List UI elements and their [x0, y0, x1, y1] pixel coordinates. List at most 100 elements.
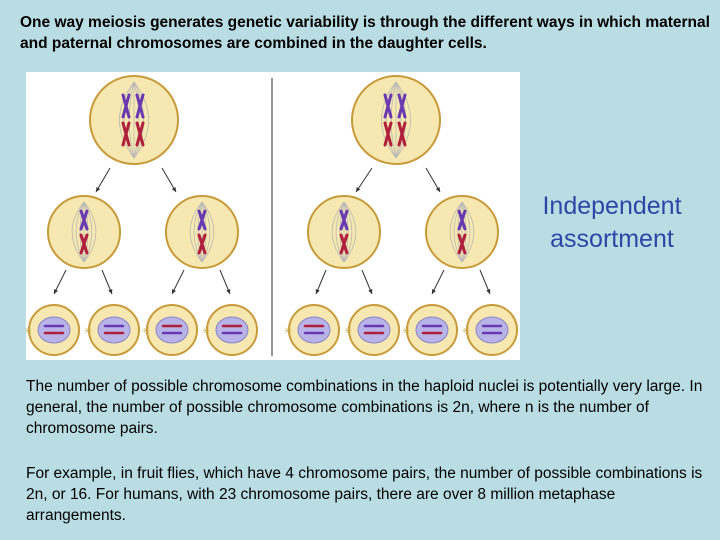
- chromatid: [135, 121, 145, 147]
- arrow-shaft: [425, 167, 441, 193]
- spindle-fiber: [201, 201, 215, 263]
- spindle-fiber: [461, 201, 471, 263]
- spindle-fiber: [75, 201, 85, 263]
- arrow: [95, 167, 111, 193]
- dividing-cell: [165, 195, 239, 269]
- spindle-fiber: [395, 81, 407, 159]
- chromatid: [339, 209, 349, 231]
- nucleus: [475, 316, 509, 344]
- spindle-fiber: [201, 201, 211, 263]
- arrow-head: [226, 289, 231, 294]
- dividing-cell: [425, 195, 499, 269]
- spindle-fiber: [83, 201, 89, 263]
- spindle-fiber: [339, 201, 345, 263]
- daughter-cell: ✳: [26, 304, 80, 356]
- chromatid: [383, 121, 393, 147]
- arrow-head: [435, 187, 440, 192]
- spindle-fiber: [201, 201, 207, 263]
- meiosis-diagram-svg: ✳✳✳✳✳✳✳✳: [26, 75, 518, 356]
- chromatid: [457, 209, 467, 231]
- arrow-head: [356, 187, 361, 192]
- nucleus: [97, 316, 131, 344]
- chromatid: [397, 93, 407, 119]
- spindle-fiber: [189, 201, 203, 263]
- spindle-fiber: [343, 201, 353, 263]
- meiosis-diagram: ✳✳✳✳✳✳✳✳: [26, 72, 520, 360]
- centrosome-icon: ✳: [344, 326, 352, 337]
- spindle-fiber: [381, 81, 397, 159]
- spindle-fiber: [128, 81, 135, 159]
- chromatid: [397, 121, 407, 147]
- centrosome-icon: ✳: [402, 326, 410, 337]
- spindle-fiber: [83, 201, 97, 263]
- spindle-fiber: [461, 201, 467, 263]
- arrow-head: [54, 289, 58, 294]
- spindle-fiber: [133, 81, 140, 159]
- arrow-head: [172, 289, 176, 294]
- arrow-shaft: [95, 167, 111, 193]
- daughter-cell: ✳: [84, 304, 140, 356]
- arrow: [53, 269, 67, 295]
- nucleus: [37, 316, 71, 344]
- arrow: [101, 269, 113, 295]
- arrow-shaft: [355, 167, 373, 193]
- arrow: [361, 269, 373, 295]
- spindle-fiber: [385, 81, 397, 159]
- chromatid: [79, 209, 89, 231]
- arrow-head: [432, 289, 436, 294]
- chromatid: [339, 233, 349, 255]
- arrow: [425, 167, 441, 193]
- parent-cell: [89, 75, 179, 165]
- spindle-fiber: [193, 201, 203, 263]
- daughter-cell: ✳: [142, 304, 198, 356]
- spindle-fiber: [133, 81, 145, 159]
- independent-assortment-label: Independent assortment: [542, 192, 682, 253]
- spindle-fiber: [453, 201, 463, 263]
- spindle-fiber: [449, 201, 463, 263]
- arrow-head: [108, 289, 113, 294]
- daughter-cell: ✳: [202, 304, 258, 356]
- daughter-cell: ✳: [462, 304, 518, 356]
- arrow-shaft: [161, 167, 177, 193]
- spindle-fiber: [331, 201, 345, 263]
- daughter-cell: ✳: [344, 304, 400, 356]
- spindle-fiber: [197, 201, 203, 263]
- dividing-cell: [47, 195, 121, 269]
- spindle-fiber: [457, 201, 463, 263]
- parent-cell: [351, 75, 441, 165]
- spindle-fiber: [71, 201, 85, 263]
- arrow: [171, 269, 185, 295]
- spindle-fiber: [395, 81, 411, 159]
- arrow-head: [368, 289, 373, 294]
- chromatid: [197, 209, 207, 231]
- arrow: [219, 269, 231, 295]
- spindle-fiber: [335, 201, 345, 263]
- centrosome-icon: ✳: [462, 326, 470, 337]
- chromatid: [121, 121, 131, 147]
- chromatid: [197, 233, 207, 255]
- centrosome-icon: ✳: [202, 326, 210, 337]
- nucleus: [357, 316, 391, 344]
- spindle-fiber: [79, 201, 85, 263]
- chromatid: [121, 93, 131, 119]
- slide-heading: One way meiosis generates genetic variab…: [20, 14, 710, 52]
- daughter-cell: ✳: [284, 304, 340, 356]
- paragraph-combinations: The number of possible chromosome combin…: [26, 378, 703, 437]
- centrosome-icon: ✳: [26, 326, 32, 337]
- spindle-fiber: [83, 201, 93, 263]
- chromatid: [79, 233, 89, 255]
- arrow: [479, 269, 491, 295]
- daughter-cell: ✳: [402, 304, 458, 356]
- arrow-head: [486, 289, 491, 294]
- nucleus: [297, 316, 331, 344]
- chromatid: [383, 93, 393, 119]
- nucleus: [415, 316, 449, 344]
- centrosome-icon: ✳: [142, 326, 150, 337]
- arrow: [161, 167, 177, 193]
- spindle-fiber: [395, 81, 402, 159]
- arrow-head: [315, 289, 320, 294]
- spindle-fiber: [390, 81, 397, 159]
- spindle-fiber: [343, 201, 357, 263]
- nucleus: [215, 316, 249, 344]
- spindle-fiber: [119, 81, 135, 159]
